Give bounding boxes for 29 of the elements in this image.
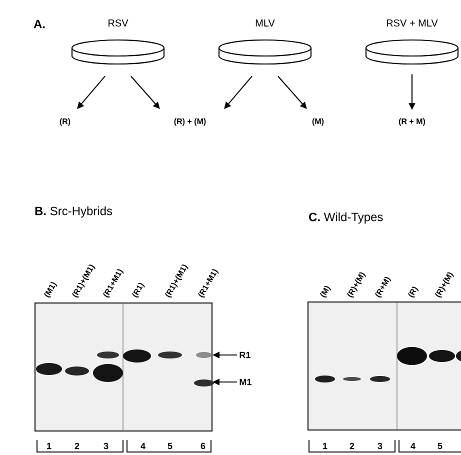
panel-label: A. (34, 20, 45, 28)
panel-title: B. Src-Hybrids (35, 206, 112, 218)
lane-number: 6 (200, 442, 206, 450)
lane-number: 5 (168, 442, 172, 450)
node-label: RSV + MLV (386, 19, 438, 27)
lane-number: 5 (438, 442, 442, 450)
result-label: (M) (312, 118, 324, 126)
lane-label: (M) (320, 286, 332, 298)
dish: MLV (218, 20, 312, 65)
lane-number: 3 (378, 442, 382, 450)
band-label: M1 (240, 378, 252, 386)
lane-number: 1 (323, 442, 328, 450)
dish: RSV + MLV (365, 19, 459, 65)
picture (34, 302, 214, 432)
lane-number: 4 (410, 442, 416, 450)
lane-number: 3 (104, 442, 108, 450)
lane-number: 2 (74, 442, 80, 450)
dish: RSV (71, 19, 165, 65)
panel-title: C. Wild-Types (309, 212, 383, 224)
result-label: (R) + (M) (174, 118, 206, 126)
lane-number: 1 (47, 442, 52, 450)
node-label: MLV (256, 20, 275, 26)
lane-number: 2 (350, 442, 354, 450)
node-label: RSV (108, 19, 128, 27)
result-label: (R + M) (398, 118, 426, 126)
lane-label: (R) (408, 286, 419, 298)
lane-number: 4 (140, 442, 146, 450)
band-label: R1 (240, 352, 250, 358)
result-label: (R) (60, 118, 70, 126)
